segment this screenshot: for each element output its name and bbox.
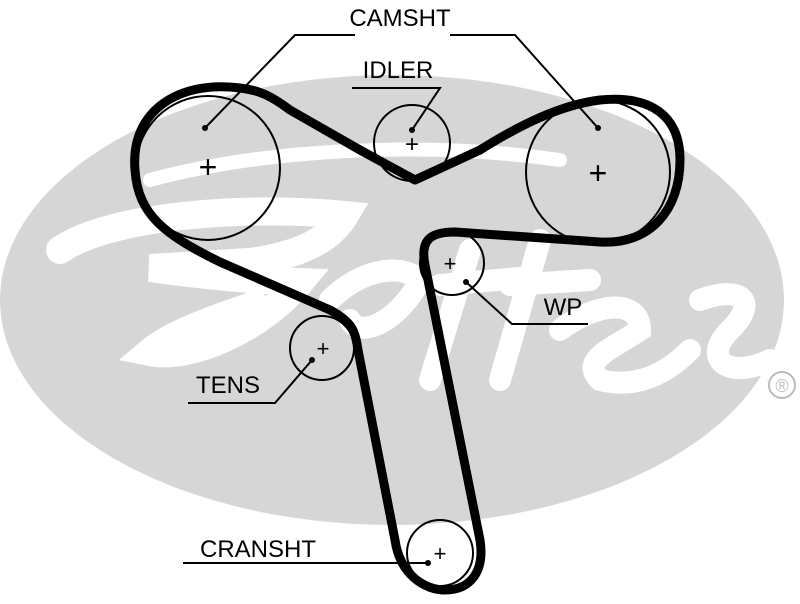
leader-idler xyxy=(352,87,442,131)
leader-lines xyxy=(183,34,599,564)
watermark-letter-g xyxy=(46,197,369,368)
leader-water-pump xyxy=(465,281,588,325)
center-mark-icon: + xyxy=(317,336,330,361)
center-mark-icon: + xyxy=(199,149,218,185)
idler-pulley: + xyxy=(373,104,451,182)
camshaft-pulley-right: + xyxy=(525,99,671,245)
leader-camshaft-left xyxy=(204,34,355,129)
center-mark-icon: + xyxy=(444,251,457,276)
camshaft-pulley-left: + xyxy=(135,95,281,241)
label-camshaft: CAMSHT xyxy=(349,5,451,32)
center-mark-icon: + xyxy=(434,541,447,566)
label-water-pump: WP xyxy=(544,294,583,321)
leader-camshaft-right xyxy=(450,34,599,129)
label-crankshaft: CRANSHT xyxy=(200,536,316,563)
watermark-brand-text: Gates xyxy=(757,448,760,451)
gates-watermark-logo: ® xyxy=(0,75,796,525)
crankshaft-pulley: + xyxy=(406,519,474,587)
watermark-ellipse xyxy=(0,75,784,525)
label-tensioner: TENS xyxy=(196,372,260,399)
registered-mark-circle xyxy=(768,371,796,399)
reference-dots xyxy=(202,125,601,566)
leader-tensioner xyxy=(188,359,313,404)
registered-mark: ® xyxy=(775,376,788,396)
water-pump-pulley: + xyxy=(419,230,485,296)
center-mark-icon: + xyxy=(405,131,419,158)
watermark-letters-ates xyxy=(319,229,781,394)
watermark-swoosh xyxy=(143,142,567,187)
label-idler: IDLER xyxy=(363,57,434,84)
tensioner-pulley: + xyxy=(289,315,355,381)
center-mark-icon: + xyxy=(589,155,608,191)
